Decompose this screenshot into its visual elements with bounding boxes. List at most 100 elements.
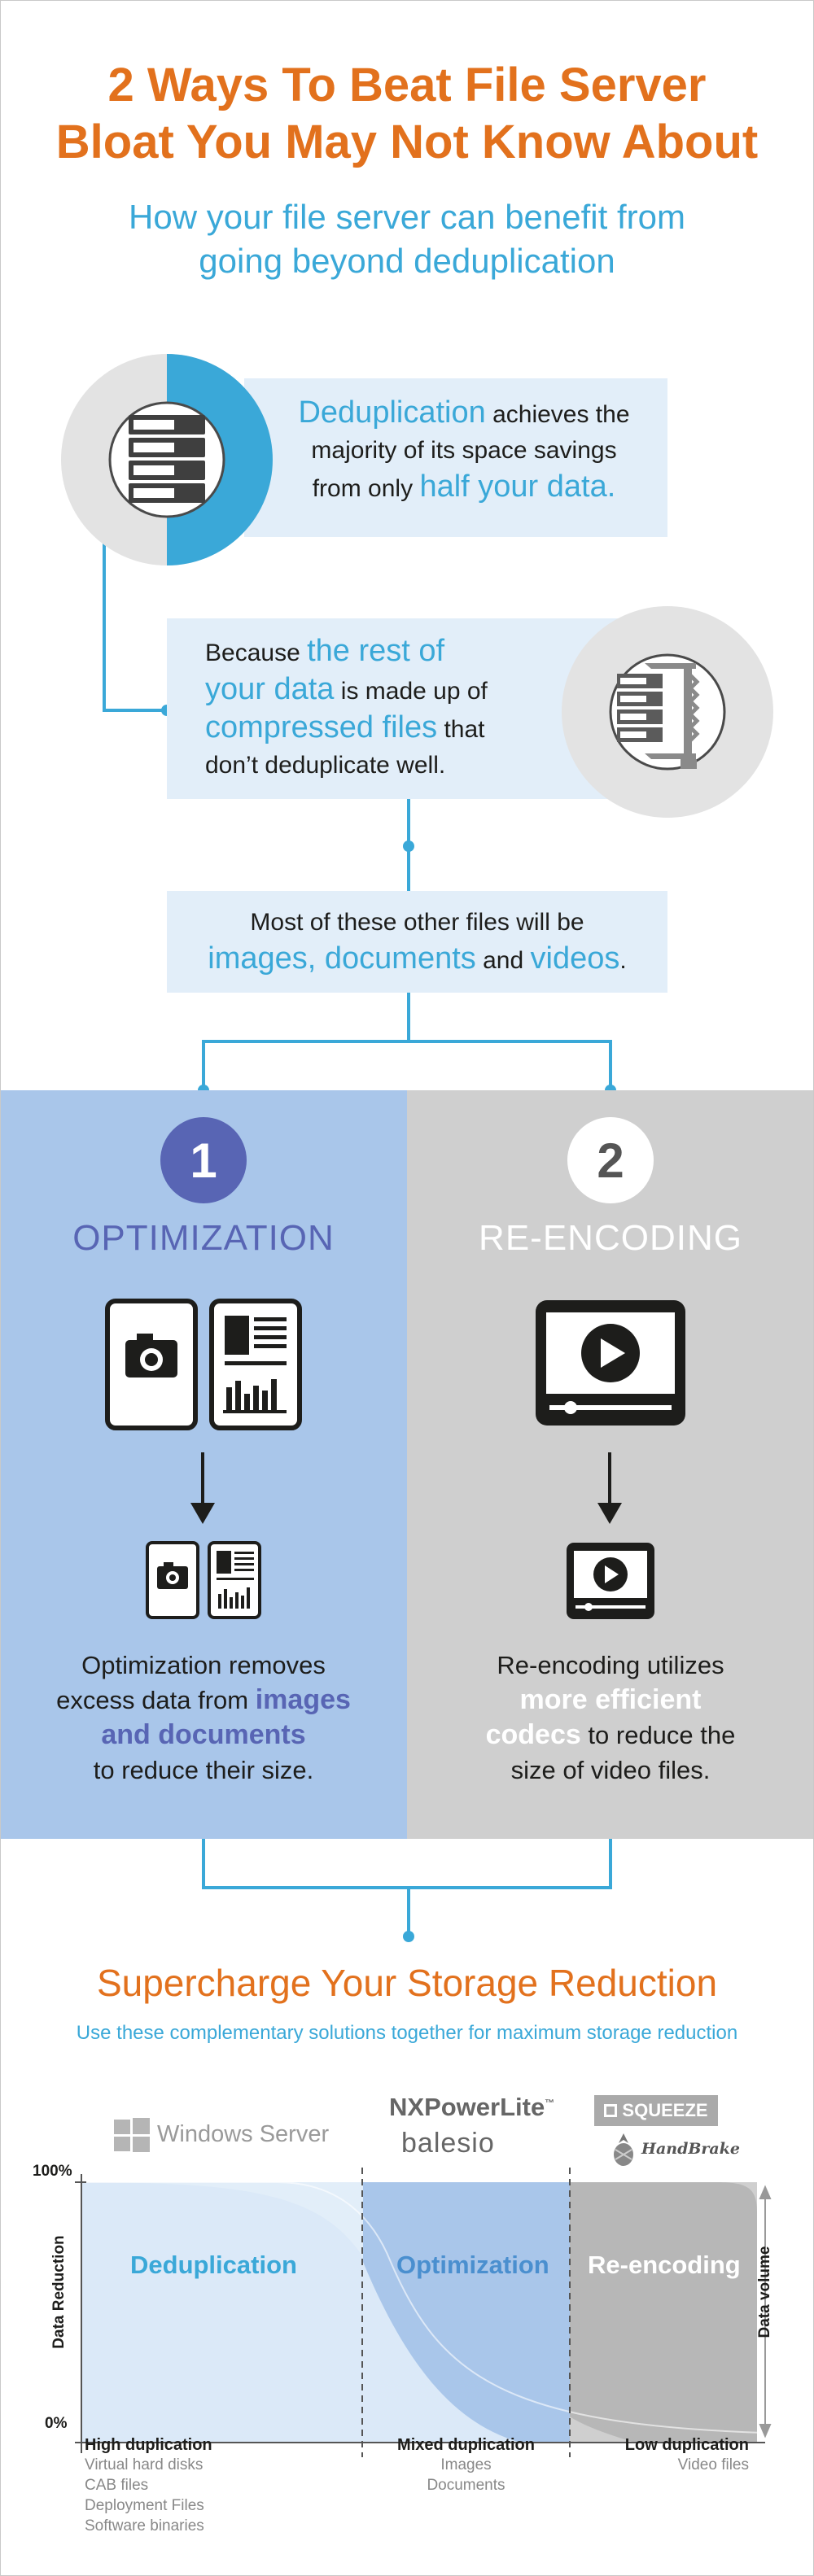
column-item: Images [440,2456,492,2473]
balesio-logo: balesio [401,2128,495,2159]
down-arrow-icon [597,1452,622,1524]
y-axis-bottom-label: 0% [45,2415,68,2432]
reencoding-area [570,2182,757,2443]
column-item: Video files [677,2456,749,2473]
data-volume-curve [81,2181,766,2434]
region-label-deduplication: Deduplication [130,2251,297,2279]
rest-text-2: is made up of [334,678,488,705]
squeeze-logo: SQUEEZE [594,2095,718,2126]
video-player-icon [536,1300,685,1426]
compress-ring [562,606,773,818]
server-icon [129,415,205,503]
column-item: CAB files [85,2477,149,2494]
y-axis-top-label: 100% [33,2163,72,2180]
handbrake-logo: HandBrake [641,2140,740,2158]
column-item: Documents [427,2477,505,2494]
column-item: Software binaries [85,2517,204,2535]
optimization-text: Optimization removes excess data from im… [0,1648,407,1788]
supercharge-subtitle: Use these complementary solutions togeth… [76,2022,738,2044]
dedup-ring [61,354,273,565]
files-highlight-2: videos [530,941,620,976]
reencoding-text-1: Re-encoding utilizes [497,1651,724,1679]
column-low-duplication: Low duplication Video files [575,2436,749,2475]
reencoding-text-3: size of video files. [510,1756,711,1784]
down-arrow-icon [190,1452,215,1524]
optimization-number-badge: 1 [160,1117,247,1203]
column-head: Low duplication [624,2436,749,2454]
small-document-icon [208,1541,261,1619]
camera-icon [105,1299,198,1430]
rest-text-4: don’t deduplicate well. [205,752,446,779]
subtitle-line-2: going beyond deduplication [199,242,615,280]
flow-connectors [98,525,616,1942]
connector-split-right [409,1040,612,1090]
compressed-server-icon [617,663,700,769]
files-text-3: . [619,947,627,974]
rest-text-3: that [437,716,485,743]
column-mixed-duplication: Mixed duplication Images Documents [366,2436,566,2495]
connector-dedup-to-rest [103,530,167,712]
title-line-2: Bloat You May Not Know About [55,116,759,168]
storage-reduction-chart [75,2164,772,2457]
dedup-text-2: majority of its space savings [311,437,617,464]
trademark-mark: ™ [545,2097,555,2109]
page-subtitle: How your file server can benefit from go… [0,195,814,283]
page-title: 2 Ways To Beat File Server Bloat You May… [0,57,814,171]
small-video-player-icon [567,1543,654,1619]
column-head: Mixed duplication [397,2436,535,2454]
data-volume-label: Data volume [756,2246,773,2338]
title-line-1: 2 Ways To Beat File Server [107,59,707,111]
optimization-text-3: to reduce their size. [93,1756,314,1784]
region-label-optimization: Optimization [396,2251,549,2279]
subtitle-line-1: How your file server can benefit from [129,198,685,236]
rest-highlight-2: your data [205,672,335,706]
reencoding-text-2: to reduce the [580,1721,736,1749]
small-camera-icon [146,1541,199,1619]
reencoding-highlight-2: codecs [485,1719,581,1750]
rest-text-box [167,618,623,799]
optimization-highlight-2: and documents [101,1719,306,1750]
connector-split-left [202,989,410,1090]
dedup-highlight: Deduplication [298,395,486,430]
dedup-text: Deduplication achieves the majority of i… [260,395,667,507]
files-text-1: Most of these other files will be [250,909,584,936]
optimization-area [363,2182,570,2443]
nxpowerlite-logo-text: NXPowerLite [389,2093,545,2121]
rest-highlight-3: compressed files [205,710,438,744]
dedup-highlight-2: half your data. [419,469,616,504]
optimization-text-2: excess data from [56,1686,256,1714]
windows-logo-icon [114,2118,150,2152]
reencoding-number-badge: 2 [567,1117,654,1203]
data-volume-axis [759,2185,772,2438]
reencoding-text: Re-encoding utilizes more efficient code… [407,1648,814,1788]
reencoding-highlight-1: more efficient [519,1684,702,1715]
region-label-reencoding: Re-encoding [588,2251,741,2279]
squeeze-logo-text: SQUEEZE [622,2100,708,2120]
reencoding-title: RE-ENCODING [479,1218,742,1258]
column-high-duplication: High duplication Virtual hard disks CAB … [85,2436,353,2536]
optimization-highlight-1: images [255,1684,351,1715]
optimization-large-icons [105,1299,302,1430]
rest-text-1: Because [205,640,308,666]
files-highlight-1: images, documents [208,941,476,976]
rest-text: Because the rest of your data is made up… [205,633,580,784]
optimization-small-icons [146,1541,261,1619]
column-head: High duplication [85,2436,212,2454]
windows-server-logo: Windows Server [157,2121,330,2147]
files-text-2: and [475,947,531,974]
document-icon [209,1299,302,1430]
y-axis-title: Data Reduction [50,2235,68,2349]
optimization-title: OPTIMIZATION [72,1218,335,1258]
dedup-text-1: achieves the [485,401,630,428]
dedup-text-3: from only [312,475,420,502]
supercharge-title: Supercharge Your Storage Reduction [96,1962,718,2004]
dedup-text-box [244,378,667,537]
connector-merge [202,1839,612,1889]
nxpowerlite-logo: NXPowerLite™ [389,2093,554,2122]
rest-highlight-1: the rest of [307,634,445,668]
squeeze-icon [604,2104,618,2117]
column-item: Virtual hard disks [85,2456,204,2473]
files-text-box: Most of these other files will be images… [167,891,667,993]
optimization-text-1: Optimization removes [81,1651,326,1679]
pineapple-icon [614,2133,633,2166]
